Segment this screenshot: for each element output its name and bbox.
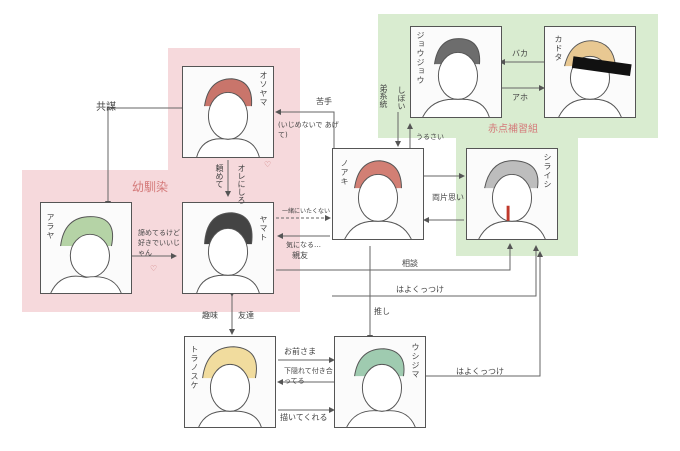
- label-nigate-quote: (いじめないで あげて): [278, 121, 339, 139]
- name-kadota: カドタ: [554, 35, 563, 62]
- line-hayaku2: [426, 251, 543, 377]
- card-yamato[interactable]: ヤマト: [182, 202, 274, 294]
- name-yamato: ヤマト: [259, 215, 268, 242]
- label-shiboi: しぼい: [397, 86, 406, 110]
- card-jojo[interactable]: ジョウジョウ: [410, 26, 502, 118]
- label-kataomoi: 両片思い: [432, 193, 464, 202]
- label-kakushite: 下隠れて付き合ってる: [284, 367, 333, 385]
- label-heart-2: ♡: [264, 160, 272, 169]
- name-ushijima: ウシジマ: [411, 343, 420, 379]
- portrait-kadota: [558, 40, 632, 117]
- portrait-ushijima: [346, 348, 416, 427]
- label-baka: バカ: [512, 49, 528, 58]
- card-araya[interactable]: アラヤ: [40, 202, 132, 294]
- line-sodan: [276, 243, 513, 271]
- label-isshoni: 一緒にいたくない: [282, 208, 331, 215]
- card-kadota[interactable]: カドタ: [544, 26, 636, 118]
- label-shinyu: 親友: [292, 251, 308, 260]
- name-shiraishi: シライシ: [543, 153, 552, 189]
- label-shumi: 趣味: [202, 311, 218, 320]
- label-nigate: 苦手: [316, 97, 332, 106]
- line-hayaku1: [332, 245, 539, 297]
- label-kyobo: 共謀: [96, 102, 116, 113]
- label-sodan: 相談: [402, 259, 418, 268]
- name-noaki: ノアキ: [340, 159, 349, 186]
- training-zone-label: 赤点補習組: [488, 124, 538, 135]
- name-araya: アラヤ: [46, 213, 55, 240]
- label-oyajikou: 弟系統: [379, 84, 388, 108]
- label-ore-ni-shiro: オレにしろ: [237, 164, 246, 204]
- label-kini-naru: 気になる…: [286, 241, 321, 249]
- label-araya-note: 諦めてるけど好きでいいじゃん: [138, 229, 180, 257]
- portrait-jojo: [422, 38, 490, 117]
- portrait-toranosuke: [198, 346, 262, 427]
- line-kyobo: [105, 105, 187, 207]
- name-toranosuke: トラノスケ: [190, 345, 199, 390]
- label-urusai: うるさい: [416, 133, 444, 141]
- label-hayaku-2: はよくっつけ: [456, 367, 504, 376]
- card-ushijima[interactable]: ウシジマ: [334, 336, 426, 428]
- portrait-noaki: [344, 160, 412, 239]
- label-kaikatte: 描いてくれる: [280, 413, 328, 422]
- label-tanonde: 頼めて: [215, 164, 224, 188]
- label-aho: アホ: [512, 93, 528, 102]
- card-shiraishi[interactable]: シライシ: [466, 148, 558, 240]
- card-noaki[interactable]: ノアキ: [332, 148, 424, 240]
- name-jojo: ジョウジョウ: [416, 31, 425, 85]
- label-omae-sama: お前さま: [284, 347, 316, 356]
- portrait-osoyama: [196, 78, 260, 157]
- portrait-yamato: [196, 212, 260, 293]
- portrait-araya: [50, 216, 122, 293]
- portrait-shiraishi: [478, 160, 546, 239]
- label-tomodachi: 友達: [238, 311, 254, 320]
- card-osoyama[interactable]: オソヤマ: [182, 66, 274, 158]
- card-toranosuke[interactable]: トラノスケ: [184, 336, 276, 428]
- label-hayaku-1: はよくっつけ: [396, 285, 444, 294]
- label-heart-1: ♡: [150, 264, 158, 273]
- name-osoyama: オソヤマ: [259, 71, 268, 107]
- label-oshi: 推し: [374, 307, 390, 316]
